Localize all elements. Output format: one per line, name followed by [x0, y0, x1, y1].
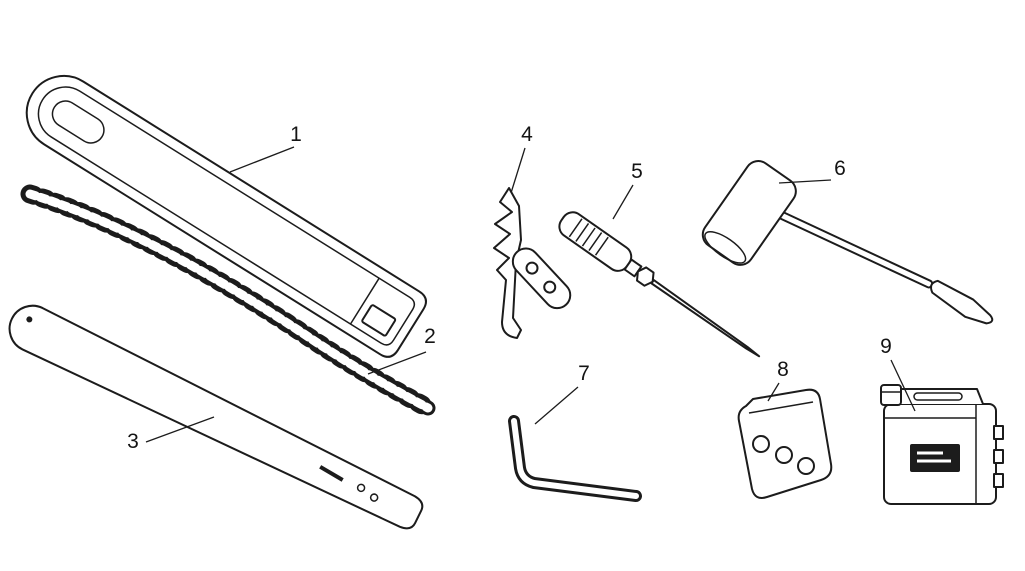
callout-2-label: 2: [424, 325, 436, 348]
part-3-guide-bar: [8, 304, 424, 530]
part-2-saw-chain: [20, 184, 438, 418]
cover-end-divider: [349, 277, 380, 325]
bar-oil-hole: [356, 483, 366, 493]
wrench-socket-opening: [704, 230, 747, 264]
callout-labels: 1 2 3 4 5 6 7 8 9: [127, 123, 892, 453]
hex-key-body: [511, 418, 639, 499]
spike-bolt-hole: [525, 261, 539, 275]
plate-hole: [775, 446, 793, 464]
bar-outline: [8, 304, 424, 530]
leader-line-6: [778, 179, 832, 184]
part-8-plate-with-holes: [737, 388, 833, 499]
canister-spout-cap: [880, 384, 902, 406]
plate-edge-line: [748, 401, 814, 414]
cover-inner-outline: [37, 86, 416, 346]
bar-tail-slot: [319, 465, 344, 482]
leader-line-8: [767, 382, 780, 402]
leader-line-2: [367, 351, 427, 375]
cover-slot: [51, 100, 105, 144]
canister-label: [910, 444, 960, 472]
wrench-shaft: [767, 205, 934, 289]
callout-6-label: 6: [834, 157, 846, 180]
callout-1-label: 1: [290, 123, 302, 146]
screwdriver-shaft: [650, 279, 761, 358]
leader-line-5: [612, 184, 634, 220]
spike-mount-plate: [511, 247, 572, 310]
wrench-blade-tip: [930, 279, 994, 325]
bar-oil-hole: [369, 493, 379, 502]
canister-side-tab: [993, 449, 1004, 464]
part-1-guide-bar-cover: [25, 74, 427, 358]
bar-nose-rivet: [26, 316, 33, 323]
callout-5-label: 5: [631, 160, 643, 183]
wrench-socket-handle: [701, 160, 797, 266]
spike-bolt-hole: [543, 280, 557, 294]
callout-3-label: 3: [127, 430, 139, 453]
leader-lines: [145, 146, 916, 443]
canister-side-tab: [993, 425, 1004, 440]
part-9-fuel-canister: [880, 384, 1004, 505]
cover-end-tab: [361, 304, 397, 337]
spike-outline: [493, 187, 522, 339]
part-4-bumper-spike: [493, 187, 572, 339]
part-5-screwdriver: [558, 211, 761, 358]
leader-line-1: [229, 146, 295, 173]
leader-line-7: [534, 386, 579, 425]
canister-label-text-marks: [917, 451, 951, 463]
screwdriver-grip-ribs: [568, 218, 609, 256]
part-6-socket-wrench: [701, 160, 994, 325]
callout-8-label: 8: [777, 358, 789, 381]
callout-7-label: 7: [578, 362, 590, 385]
leader-line-4: [510, 147, 526, 194]
canister-side-tab: [993, 473, 1004, 488]
leader-line-9: [890, 359, 916, 412]
callout-9-label: 9: [880, 335, 892, 358]
canister-handle-slot: [913, 392, 963, 401]
part-7-hex-key: [508, 415, 642, 502]
callout-4-label: 4: [521, 123, 533, 146]
plate-hole: [797, 457, 815, 475]
canister-top: [893, 388, 984, 405]
leader-line-3: [145, 416, 215, 443]
chain-links: [25, 189, 433, 413]
cover-outline: [25, 74, 427, 358]
plate-hole: [752, 435, 770, 453]
